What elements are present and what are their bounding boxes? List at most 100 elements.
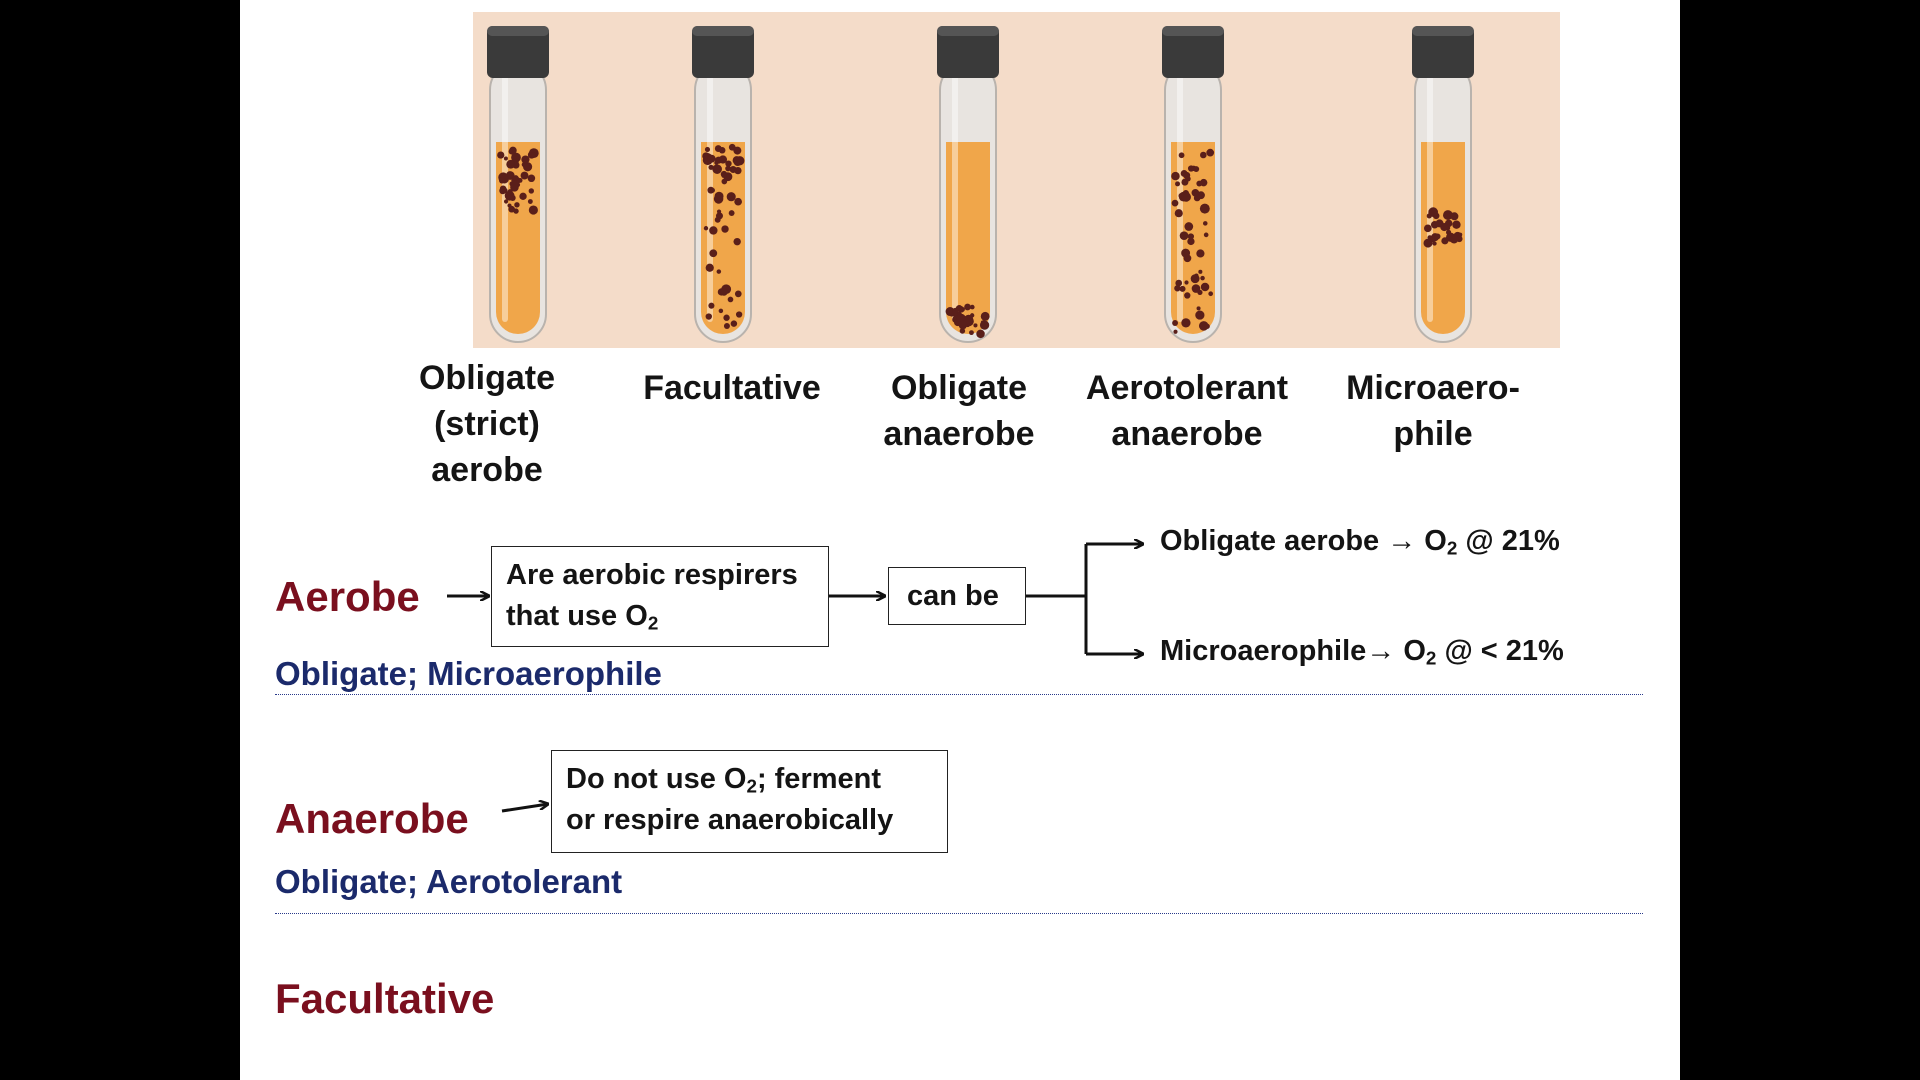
tube-medium (946, 142, 990, 334)
oxygen-symbol: O (1416, 525, 1447, 557)
colony-dot (1449, 234, 1459, 244)
colony-dot (519, 192, 527, 201)
aerobe-description-text: Are aerobic respirers that use O (506, 559, 798, 632)
tube-cap (1162, 26, 1224, 78)
colony-dot (952, 307, 959, 314)
colony-dot (1195, 310, 1205, 320)
colony-dot (729, 166, 737, 174)
colony-dot (1181, 248, 1191, 258)
colony-dot (725, 160, 732, 167)
test-tube (487, 26, 549, 343)
colony-dot (1206, 148, 1215, 157)
colony-dot (1442, 210, 1453, 220)
colony-dot (980, 320, 985, 325)
colony-dot (726, 192, 736, 202)
colony-dot (1172, 320, 1179, 326)
colony-dot (1187, 233, 1195, 240)
anaerobe-description-box: Do not use O2; ferment or respire anaero… (551, 750, 948, 853)
colony-dot (705, 263, 714, 272)
colony-dot (725, 165, 731, 172)
colony-dot (1178, 152, 1185, 159)
tube-highlight (952, 72, 958, 322)
colony-dot (705, 313, 712, 320)
anaerobe-heading: Anaerobe (275, 795, 469, 842)
colony-dot (712, 164, 722, 174)
colony-dot (714, 145, 722, 152)
colony-dot (710, 187, 715, 193)
anaerobe-description-line1: Do not use O2; ferment (566, 759, 933, 800)
colony-dot (527, 174, 536, 183)
colony-dot (507, 203, 512, 208)
arrow-glyph: → (1387, 525, 1417, 557)
colony-dot (728, 210, 735, 217)
aerobe-subtypes: Obligate; Microaerophile (275, 655, 662, 692)
colony-dot (504, 190, 515, 201)
tube-cap-top (1412, 26, 1474, 36)
colony-dot (1184, 292, 1191, 299)
tube-highlight (1427, 72, 1433, 322)
anaerobe-line1-rest: ; ferment (756, 763, 882, 795)
colony-dot (963, 314, 974, 325)
colony-dot (708, 164, 714, 170)
colony-dot (1196, 180, 1203, 187)
colony-dot (964, 303, 971, 311)
colony-dot (730, 320, 738, 327)
tube-label-microaerophile: Microaero- phile (1346, 369, 1520, 453)
tube-label-obligate-anaerobe: Obligate anaerobe (883, 369, 1035, 453)
colony-dot (732, 156, 741, 165)
aerobe-description-subscript: 2 (647, 612, 659, 634)
colony-dot (1434, 233, 1441, 240)
oxygen-percentage: @ 21% (1457, 525, 1560, 557)
aerobe-heading: Aerobe (275, 573, 420, 620)
tube-cap-top (937, 26, 999, 36)
branch-obligate-aerobe: Obligate aerobe → O2 @ 21% (1160, 525, 1560, 558)
colony-dot (733, 146, 742, 155)
colony-dot (1175, 279, 1183, 287)
colony-dot (1179, 231, 1189, 241)
colony-dot (1187, 237, 1195, 246)
colony-dot (734, 197, 742, 206)
divider-anaerobe (275, 913, 1643, 914)
can-be-text: can be (907, 580, 999, 612)
branch-obligate-aerobe-name: Obligate aerobe (1160, 525, 1388, 557)
colony-dot (1193, 166, 1200, 173)
colony-dot (523, 162, 533, 172)
colony-dot (709, 249, 718, 258)
colony-dot (1432, 241, 1437, 246)
test-tube (1412, 26, 1474, 343)
colony-dot (514, 202, 520, 208)
arrow-anaerobe (501, 804, 548, 813)
anaerobe-subtypes: Obligate; Aerotolerant (275, 863, 623, 900)
colony-dot (1191, 188, 1200, 197)
colony-dot (703, 226, 709, 231)
colony-dot (716, 269, 722, 274)
colony-dot (1204, 323, 1210, 329)
colony-dot (1450, 212, 1459, 221)
colony-dot (1203, 232, 1209, 238)
colony-dot (1423, 238, 1433, 248)
colony-dot (1425, 225, 1430, 230)
test-tube-illustration (487, 26, 1474, 343)
colony-dot (1199, 203, 1210, 214)
flow-arrows (447, 0, 1680, 813)
colony-dot (513, 175, 519, 181)
can-be-box: can be (888, 567, 1026, 625)
colony-dot (1428, 207, 1439, 217)
colony-dot (1196, 249, 1205, 258)
colony-dot (1202, 221, 1208, 226)
facultative-heading: Facultative (275, 975, 495, 1022)
colony-dot (956, 313, 966, 323)
colony-dot (727, 296, 734, 303)
colony-dot (1179, 285, 1186, 292)
colony-dot (1208, 291, 1214, 297)
colony-dot (709, 226, 718, 235)
slide: Obligate (strict) aerobe Facultative Obl… (240, 0, 1680, 1080)
colony-dot (721, 225, 729, 233)
colony-dot (714, 160, 719, 165)
colony-dot (970, 304, 975, 310)
colony-dot (499, 177, 506, 184)
colony-dot (720, 288, 728, 296)
colony-dot (1174, 285, 1181, 292)
colony-dot (530, 152, 537, 158)
colony-dot (721, 178, 728, 185)
